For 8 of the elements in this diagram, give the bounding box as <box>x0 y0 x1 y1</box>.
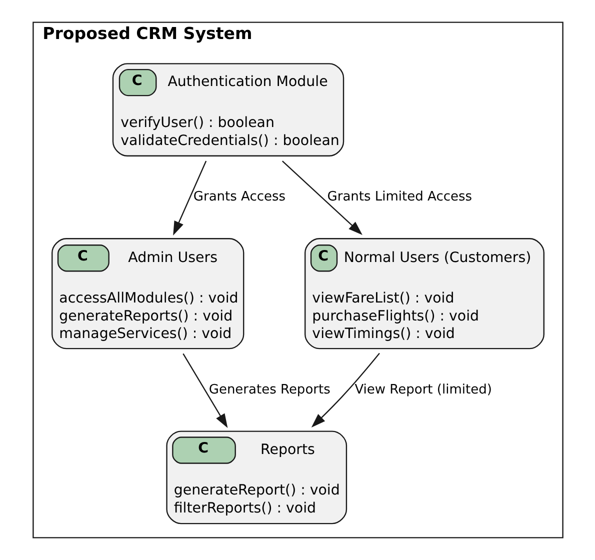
arrow <box>310 352 380 428</box>
edge-label: Grants Limited Access <box>326 190 472 205</box>
arrow <box>172 160 206 236</box>
edge-label: View Report (limited) <box>354 382 492 398</box>
arrow <box>282 160 362 236</box>
edge-label: Grants Access <box>192 190 286 205</box>
edge-label: Generates Reports <box>208 382 330 398</box>
arrow <box>182 353 228 428</box>
